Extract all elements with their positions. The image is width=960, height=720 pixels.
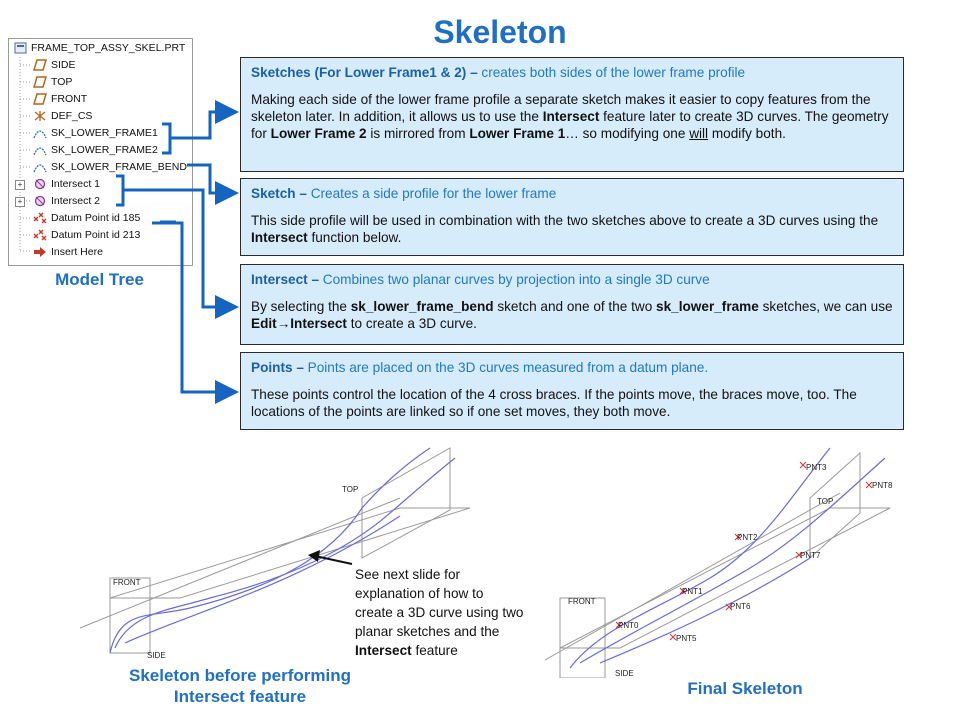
point-label-pnt2: PNT2: [737, 533, 758, 542]
side-label: SIDE: [147, 651, 166, 660]
tree-item-label: SK_LOWER_FRAME_BEND: [51, 161, 187, 173]
panel-body: These points control the location of the…: [251, 387, 857, 419]
arrow-sketch: [187, 163, 239, 205]
expand-toggle[interactable]: +: [15, 197, 25, 207]
tree-guide-lines: [19, 57, 31, 252]
skeleton-before-figure: TOP FRONT SIDE: [79, 447, 470, 660]
point-label-pnt7: PNT7: [800, 551, 821, 560]
part-icon: [13, 42, 27, 54]
final-skeleton-figure: PNT0 PNT1 PNT2 PNT3 PNT5 PNT6 PNT7 PNT8 …: [544, 447, 893, 678]
tree-item-label: Datum Point id 213: [51, 229, 141, 241]
point-label-pnt1: PNT1: [682, 587, 703, 596]
tree-item-label: Datum Point id 185: [51, 212, 141, 224]
panel-subheading: Points are placed on the 3D curves measu…: [303, 360, 709, 375]
sketch-icon: [33, 127, 47, 139]
sketch-icon: [33, 144, 47, 156]
point-label-pnt0: PNT0: [618, 621, 639, 630]
panel-points: Points – Points are placed on the 3D cur…: [240, 352, 904, 430]
datum-point-icon: [33, 212, 47, 224]
arrow-right-icon: →: [276, 316, 291, 331]
sketch-icon: [33, 161, 47, 173]
panel-subheading: Combines two planar curves by projection…: [319, 272, 710, 287]
intersect-icon: [33, 195, 47, 207]
tree-item-label: DEF_CS: [51, 110, 93, 122]
datum-plane-icon: [33, 76, 47, 88]
model-tree-caption: Model Tree: [55, 270, 144, 289]
intersect-icon: [33, 178, 47, 190]
arrow-intersect: [123, 188, 239, 319]
top-label: TOP: [817, 497, 833, 506]
front-label: FRONT: [113, 578, 141, 587]
datum-point-icon: [33, 229, 47, 241]
pointer-arrowhead-icon: [308, 550, 320, 562]
side-label: SIDE: [615, 669, 634, 678]
left-figure-caption: Skeleton before performing Intersect fea…: [129, 666, 351, 706]
tree-item-sk-lower-frame1[interactable]: SK_LOWER_FRAME1: [33, 125, 158, 141]
panel-body: This side profile will be used in combin…: [251, 213, 879, 245]
bracket-sketches: [162, 122, 172, 155]
top-label: TOP: [342, 485, 358, 494]
tree-item-label: FRONT: [51, 93, 88, 105]
datum-plane-icon: [33, 93, 47, 105]
tree-item-label: FRAME_TOP_ASSY_SKEL.PRT: [31, 42, 186, 54]
see-next-slide-note: See next slide for explanation of how to…: [355, 567, 524, 658]
bracket-intersect: [116, 174, 125, 207]
tree-item-root[interactable]: FRAME_TOP_ASSY_SKEL.PRT: [13, 40, 185, 56]
panel-sketches: Sketches (For Lower Frame1 & 2) – create…: [240, 57, 904, 172]
point-label-pnt3: PNT3: [806, 463, 827, 472]
panel-heading: Intersect –: [251, 272, 320, 287]
arrow-sketches: [170, 100, 239, 140]
panel-heading: Sketches (For Lower Frame1 & 2) –: [251, 65, 478, 80]
front-label: FRONT: [568, 597, 596, 606]
tree-item-label: Intersect 1: [51, 178, 101, 190]
tree-item-label: Intersect 2: [51, 195, 101, 207]
pointer-line: [314, 555, 353, 565]
tree-item-front[interactable]: FRONT: [33, 91, 87, 107]
panel-subheading: creates both sides of the lower frame pr…: [477, 65, 746, 80]
tree-item-sk-lower-frame-bend[interactable]: SK_LOWER_FRAME_BEND: [33, 159, 187, 175]
tree-item-intersect-2[interactable]: Intersect 2: [33, 193, 100, 209]
insert-arrow-icon: [33, 246, 47, 258]
tree-item-top[interactable]: TOP: [33, 74, 72, 90]
panel-intersect: Intersect – Combines two planar curves b…: [240, 264, 904, 345]
datum-plane-icon: [33, 59, 47, 71]
point-label-pnt6: PNT6: [730, 602, 751, 611]
panel-sketch: Sketch – Creates a side profile for the …: [240, 178, 904, 256]
panel-subheading: Creates a side profile for the lower fra…: [306, 186, 557, 201]
panel-body: Making each side of the lower frame prof…: [251, 92, 889, 141]
panel-heading: Sketch –: [251, 186, 307, 201]
tree-item-datum-point-213[interactable]: Datum Point id 213: [33, 227, 140, 243]
right-figure-caption: Final Skeleton: [687, 679, 803, 698]
tree-item-side[interactable]: SIDE: [33, 57, 76, 73]
expand-toggle[interactable]: +: [15, 180, 25, 190]
tree-item-label: SK_LOWER_FRAME2: [51, 144, 158, 156]
tree-item-insert-here[interactable]: Insert Here: [33, 244, 103, 260]
tree-item-label: Insert Here: [51, 246, 103, 258]
panel-body: By selecting the sk_lower_frame_bend ske…: [251, 299, 893, 331]
tree-item-sk-lower-frame2[interactable]: SK_LOWER_FRAME2: [33, 142, 158, 158]
tree-item-label: SK_LOWER_FRAME1: [51, 127, 158, 139]
tree-item-intersect-1[interactable]: Intersect 1: [33, 176, 100, 192]
coordinate-system-icon: [33, 110, 47, 122]
tree-item-def-cs[interactable]: DEF_CS: [33, 108, 92, 124]
point-label-pnt5: PNT5: [676, 634, 697, 643]
panel-heading: Points –: [251, 360, 304, 375]
tree-item-label: TOP: [51, 76, 73, 88]
point-label-pnt8: PNT8: [872, 481, 893, 490]
page-title: Skeleton: [433, 14, 567, 50]
tree-item-label: SIDE: [51, 59, 76, 71]
tree-item-datum-point-185[interactable]: Datum Point id 185: [33, 210, 140, 226]
